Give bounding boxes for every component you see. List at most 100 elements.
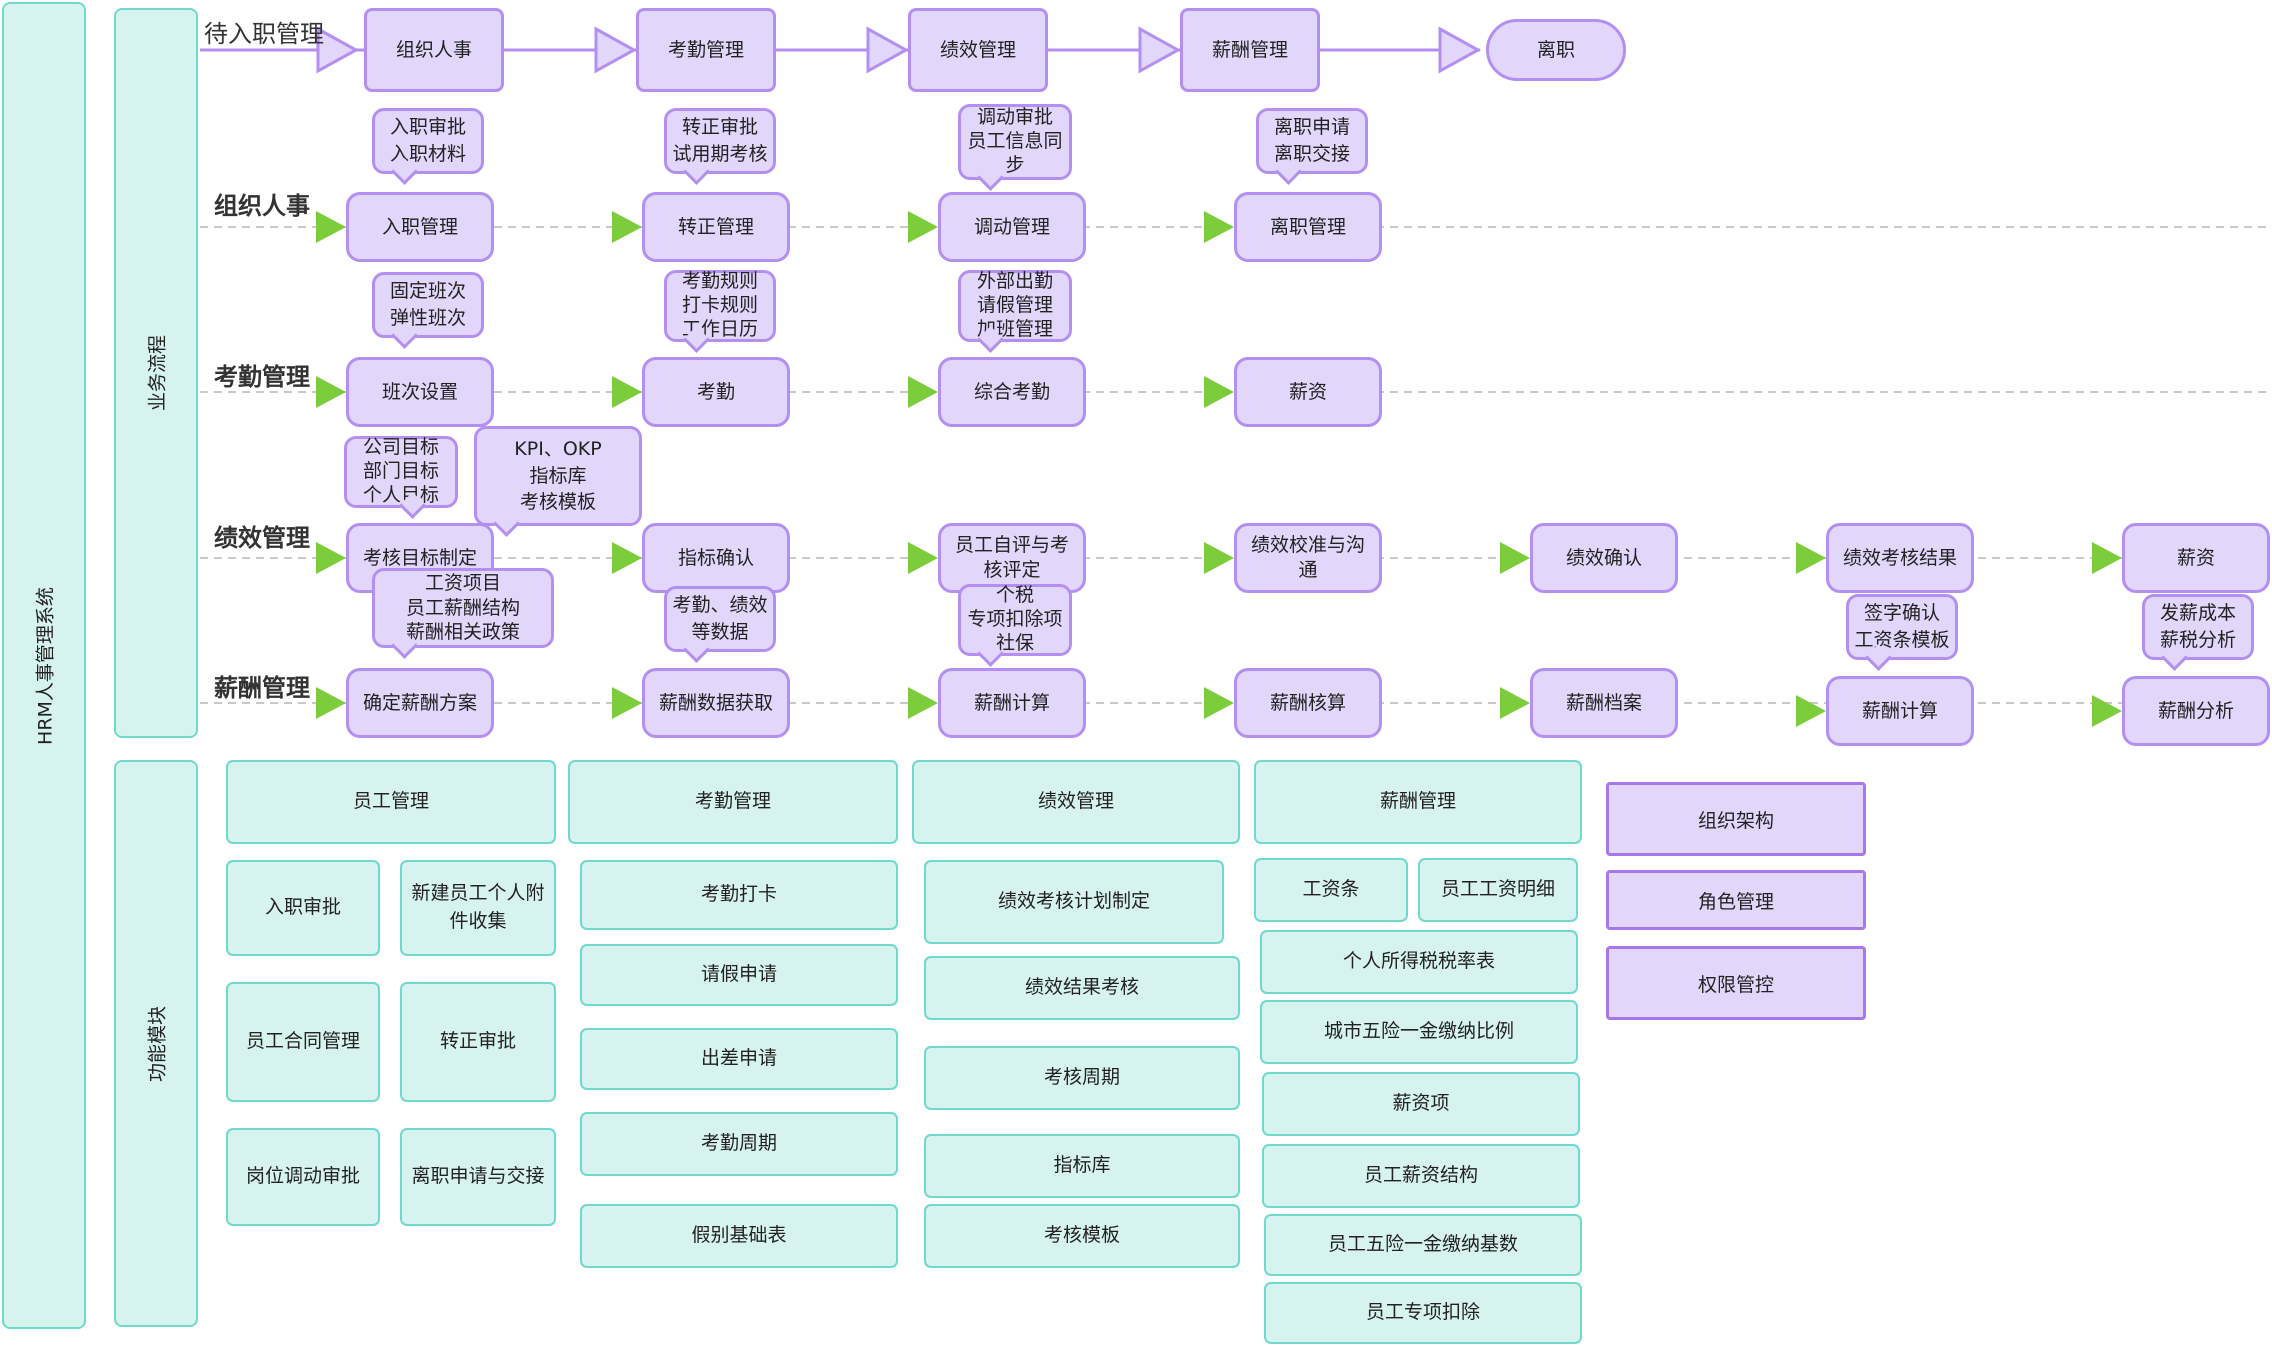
module-salary-insurance-ratio[interactable]: 城市五险一金缴纳比例 bbox=[1260, 1000, 1578, 1064]
note-line: 薪酬相关政策 bbox=[405, 621, 520, 644]
org-note-leave: 离职申请 离职交接 bbox=[1256, 108, 1368, 185]
module-performance-cycle[interactable]: 考核周期 bbox=[924, 1046, 1240, 1110]
module-employee-regularization[interactable]: 转正审批 bbox=[400, 982, 556, 1102]
performance-node-self-eval[interactable]: 员工自评与考核评定 bbox=[938, 523, 1086, 593]
top-flow-arrow bbox=[316, 26, 360, 74]
business-flow-panel: 业务流程 bbox=[114, 8, 198, 738]
flow-arrow bbox=[908, 542, 938, 574]
flow-arrow bbox=[316, 687, 346, 719]
note-line: 转正审批 bbox=[681, 116, 758, 139]
note-line: 员工薪酬结构 bbox=[405, 596, 520, 619]
top-flow-arrow bbox=[1138, 26, 1182, 74]
flow-arrow bbox=[2092, 542, 2122, 574]
performance-node-confirm[interactable]: 绩效确认 bbox=[1530, 523, 1678, 593]
module-system-permission[interactable]: 权限管控 bbox=[1606, 946, 1866, 1020]
module-employee-transfer[interactable]: 岗位调动审批 bbox=[226, 1128, 380, 1226]
flow-arrow bbox=[612, 376, 642, 408]
module-salary-special-deduction[interactable]: 员工专项扣除 bbox=[1264, 1282, 1582, 1344]
note-line: 等数据 bbox=[691, 621, 749, 643]
flow-arrow bbox=[1500, 687, 1530, 719]
performance-node-salary[interactable]: 薪资 bbox=[2122, 523, 2270, 593]
salary-node-analysis[interactable]: 薪酬分析 bbox=[2122, 676, 2270, 746]
module-performance-indicator-library[interactable]: 指标库 bbox=[924, 1134, 1240, 1198]
module-performance-plan[interactable]: 绩效考核计划制定 bbox=[924, 860, 1224, 944]
top-flow-arrow bbox=[594, 26, 638, 74]
performance-note-kpi: KPI、OKP 指标库 考核模板 bbox=[474, 426, 642, 537]
salary-node-accounting[interactable]: 薪酬核算 bbox=[1234, 668, 1382, 738]
attendance-node-attendance[interactable]: 考勤 bbox=[642, 357, 790, 427]
top-flow-node-leave[interactable]: 离职 bbox=[1486, 19, 1626, 81]
module-attendance-header[interactable]: 考勤管理 bbox=[568, 760, 898, 844]
flow-arrow bbox=[1500, 542, 1530, 574]
salary-node-calc[interactable]: 薪酬计算 bbox=[938, 668, 1086, 738]
module-salary-header[interactable]: 薪酬管理 bbox=[1254, 760, 1582, 844]
salary-node-data[interactable]: 薪酬数据获取 bbox=[642, 668, 790, 738]
flow-arrow bbox=[1796, 542, 1826, 574]
org-node-onboarding[interactable]: 入职管理 bbox=[346, 192, 494, 262]
module-system-org-structure[interactable]: 组织架构 bbox=[1606, 782, 1866, 856]
note-line: 离职交接 bbox=[1273, 143, 1350, 165]
note-line: 个税 bbox=[995, 584, 1034, 607]
module-employee-resignation[interactable]: 离职申请与交接 bbox=[400, 1128, 556, 1226]
module-attendance-leave-request[interactable]: 请假申请 bbox=[580, 944, 898, 1006]
module-salary-payslip[interactable]: 工资条 bbox=[1254, 858, 1408, 922]
performance-node-indicator[interactable]: 指标确认 bbox=[642, 523, 790, 593]
module-employee-header[interactable]: 员工管理 bbox=[226, 760, 556, 844]
module-attendance-business-trip[interactable]: 出差申请 bbox=[580, 1028, 898, 1090]
note-line: 考勤规则 bbox=[681, 270, 758, 293]
module-system-role-management[interactable]: 角色管理 bbox=[1606, 870, 1866, 930]
note-line: 薪税分析 bbox=[2159, 629, 2236, 651]
org-node-leave[interactable]: 离职管理 bbox=[1234, 192, 1382, 262]
salary-node-archive[interactable]: 薪酬档案 bbox=[1530, 668, 1678, 738]
top-flow-start-label: 待入职管理 bbox=[204, 20, 324, 48]
module-employee-contract[interactable]: 员工合同管理 bbox=[226, 982, 380, 1102]
system-title: HRM人事管理系统 bbox=[34, 586, 57, 745]
flow-arrow bbox=[1796, 695, 1826, 727]
flow-arrow bbox=[612, 687, 642, 719]
attendance-node-combined[interactable]: 综合考勤 bbox=[938, 357, 1086, 427]
row-label-org: 组织人事 bbox=[214, 192, 310, 220]
module-attendance-clockin[interactable]: 考勤打卡 bbox=[580, 860, 898, 930]
attendance-node-shift-setup[interactable]: 班次设置 bbox=[346, 357, 494, 427]
module-employee-attachment-collection[interactable]: 新建员工个人附件收集 bbox=[400, 860, 556, 956]
note-line: 员工信息同 bbox=[967, 130, 1063, 153]
module-performance-template[interactable]: 考核模板 bbox=[924, 1204, 1240, 1268]
system-title-panel: HRM人事管理系统 bbox=[2, 2, 86, 1329]
module-salary-tax-table[interactable]: 个人所得税税率表 bbox=[1260, 930, 1578, 994]
business-flow-label: 业务流程 bbox=[146, 334, 169, 412]
module-attendance-leave-types[interactable]: 假别基础表 bbox=[580, 1204, 898, 1268]
note-line: 打卡规则 bbox=[681, 294, 758, 317]
note-line: 调动审批 bbox=[976, 106, 1053, 129]
salary-node-plan[interactable]: 确定薪酬方案 bbox=[346, 668, 494, 738]
note-line: 专项扣除项 bbox=[967, 608, 1063, 631]
performance-node-result[interactable]: 绩效考核结果 bbox=[1826, 523, 1974, 593]
note-line: KPI、OKP bbox=[514, 438, 602, 461]
top-flow-node-salary[interactable]: 薪酬管理 bbox=[1180, 8, 1320, 92]
salary-note-analysis: 发薪成本 薪税分析 bbox=[2142, 594, 2254, 671]
org-node-regularization[interactable]: 转正管理 bbox=[642, 192, 790, 262]
performance-node-calibration[interactable]: 绩效校准与沟通 bbox=[1234, 523, 1382, 593]
flow-arrow bbox=[1204, 687, 1234, 719]
top-flow-node-performance[interactable]: 绩效管理 bbox=[908, 8, 1048, 92]
module-salary-structure[interactable]: 员工薪资结构 bbox=[1262, 1144, 1580, 1208]
salary-node-calc-2[interactable]: 薪酬计算 bbox=[1826, 676, 1974, 746]
note-line: 考勤、绩效 bbox=[672, 594, 768, 617]
top-flow-node-attendance[interactable]: 考勤管理 bbox=[636, 8, 776, 92]
note-line: 固定班次 bbox=[389, 280, 466, 303]
attendance-node-salary[interactable]: 薪资 bbox=[1234, 357, 1382, 427]
module-performance-header[interactable]: 绩效管理 bbox=[912, 760, 1240, 844]
note-line: 工资条模板 bbox=[1854, 629, 1950, 651]
note-line: 入职材料 bbox=[389, 143, 466, 165]
module-attendance-cycle[interactable]: 考勤周期 bbox=[580, 1112, 898, 1176]
row-label-attendance: 考勤管理 bbox=[214, 363, 310, 391]
flow-arrow bbox=[316, 376, 346, 408]
salary-note-data: 考勤、绩效 等数据 bbox=[664, 586, 776, 663]
module-salary-items[interactable]: 薪资项 bbox=[1262, 1072, 1580, 1136]
module-performance-result[interactable]: 绩效结果考核 bbox=[924, 956, 1240, 1020]
org-node-transfer[interactable]: 调动管理 bbox=[938, 192, 1086, 262]
module-employee-onboarding-approval[interactable]: 入职审批 bbox=[226, 860, 380, 956]
org-note-onboarding: 入职审批 入职材料 bbox=[372, 108, 484, 185]
module-salary-detail[interactable]: 员工工资明细 bbox=[1418, 858, 1578, 922]
module-salary-insurance-base[interactable]: 员工五险一金缴纳基数 bbox=[1264, 1214, 1582, 1276]
top-flow-node-org[interactable]: 组织人事 bbox=[364, 8, 504, 92]
